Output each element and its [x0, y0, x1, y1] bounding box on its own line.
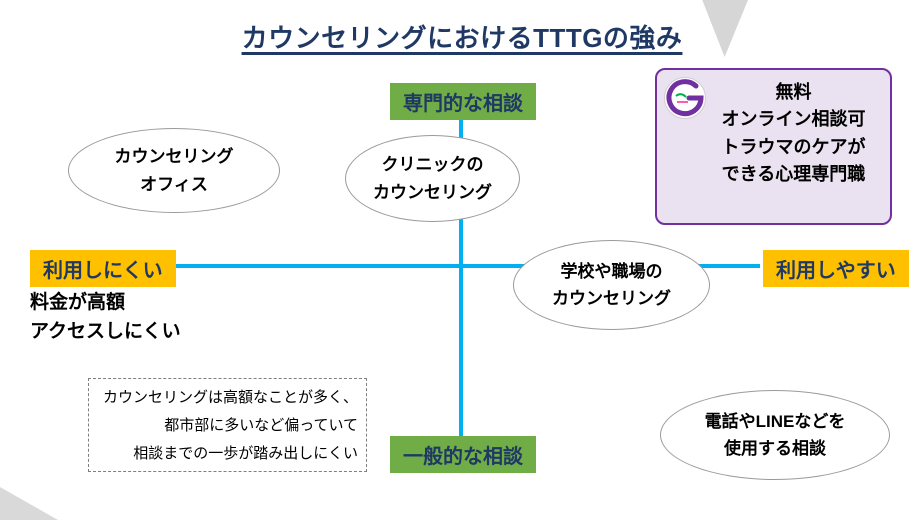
bubble-line: カウンセリング: [114, 147, 234, 167]
horizontal-axis-line: [176, 264, 760, 268]
axis-label-general: 一般的な相談: [390, 436, 536, 473]
bubble-line: カウンセリング: [373, 182, 492, 202]
left-axis-note: 料金が高額 アクセスしにくい: [30, 288, 181, 347]
vertical-axis-line: [459, 114, 463, 437]
dashed-note-line: 都市部に多いなど偏っていて: [164, 416, 358, 434]
bubble-counseling-office: カウンセリング オフィス: [68, 128, 280, 213]
tttg-strength-line: トラウマのケアが: [721, 136, 866, 157]
tttg-g-logo-icon: [663, 76, 707, 120]
bubble-line: 学校や職場の: [560, 261, 663, 281]
bubble-phone-line-consultation: 電話やLINEなどを 使用する相談: [660, 390, 890, 480]
axis-label-easy-to-use: 利用しやすい: [763, 250, 909, 287]
axis-label-hard-to-use: 利用しにくい: [30, 250, 176, 287]
bubble-line: オフィス: [140, 174, 208, 194]
bubble-school-workplace-counseling: 学校や職場の カウンセリング: [513, 240, 710, 330]
dashed-note-line: 相談までの一歩が踏み出しにくい: [133, 444, 358, 462]
page-title: カウンセリングにおけるTTTGの強み: [241, 23, 683, 53]
tttg-strength-line: 無料: [775, 82, 812, 102]
dashed-note-box: カウンセリングは高額なことが多く、 都市部に多いなど偏っていて 相談までの一歩が…: [88, 378, 367, 472]
bubble-line: カウンセリング: [552, 289, 671, 308]
tttg-strength-line: オンライン相談可: [721, 109, 866, 130]
axis-label-specialized: 専門的な相談: [390, 83, 536, 120]
corner-decoration-bottom-left: [0, 487, 58, 520]
bubble-line: クリニックの: [381, 155, 484, 175]
bubble-clinic-counseling: クリニックの カウンセリング: [345, 135, 520, 222]
bubble-line: 電話やLINEなどを: [704, 411, 846, 431]
tttg-strength-text: 無料 オンライン相談可 トラウマのケアが できる心理専門職: [703, 79, 884, 188]
bubble-line: 使用する相談: [724, 439, 826, 458]
left-axis-note-line: アクセスしにくい: [30, 321, 181, 343]
tttg-strength-line: できる心理専門職: [721, 164, 866, 185]
dashed-note-line: カウンセリングは高額なことが多く、: [102, 389, 358, 406]
tttg-strength-box: 無料 オンライン相談可 トラウマのケアが できる心理専門職: [655, 68, 892, 225]
left-axis-note-line: 料金が高額: [30, 292, 126, 313]
